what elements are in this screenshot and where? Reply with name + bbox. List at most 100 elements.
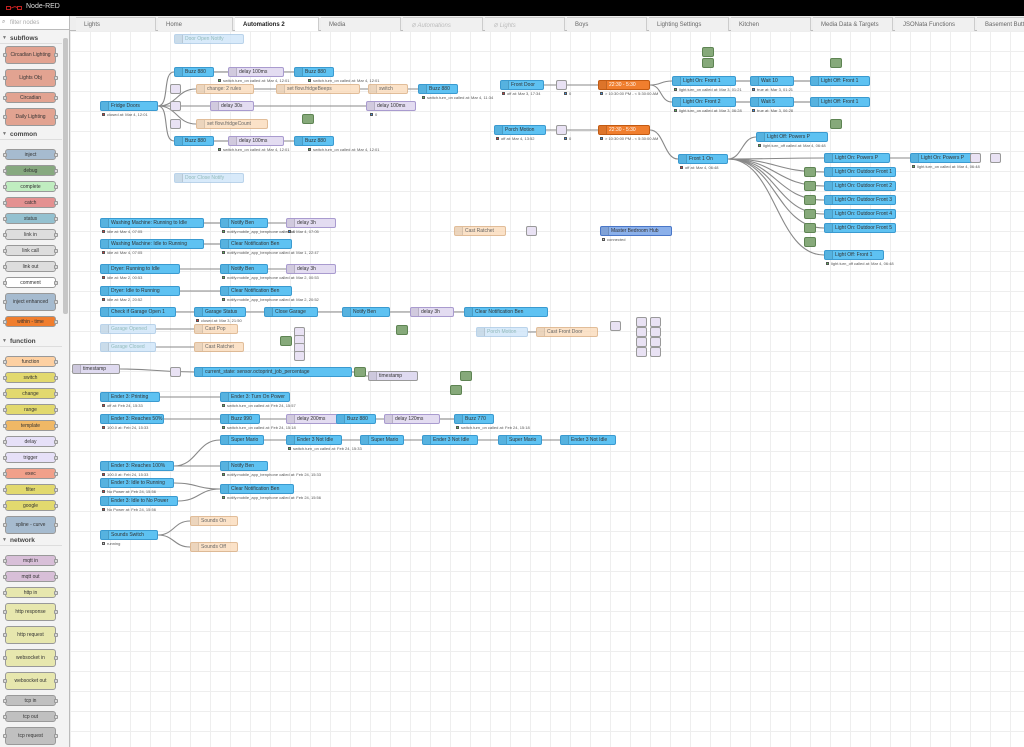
debug-node[interactable]	[804, 209, 816, 219]
flow-node-ender-3-idle-to-running[interactable]: Ender 3: Idle to Running	[100, 478, 174, 488]
flow-node-buzz-880[interactable]: Buzz 880	[294, 67, 334, 77]
flow-node-22-30-5-30[interactable]: 22:30 - 5:30	[598, 125, 650, 135]
flow-node-sounds-on[interactable]: Sounds On	[190, 516, 238, 526]
switch-node[interactable]	[556, 125, 567, 135]
palette-category-subflows[interactable]: ▼subflows	[0, 33, 62, 44]
flow-node-light-on-outdoor-front-1[interactable]: Light On: Outdoor Front 1	[824, 167, 896, 177]
flow-node-front-1-on[interactable]: Front 1 On	[678, 154, 728, 164]
flow-node-ender-3-reaches-50[interactable]: Ender 3: Reaches 50%	[100, 414, 164, 424]
flow-node-door-close-notify[interactable]: Door Close Notify	[174, 173, 244, 183]
flow-node-light-on-outdoor-front-3[interactable]: Light On: Outdoor Front 3	[824, 195, 896, 205]
palette-node-comment[interactable]: comment	[3, 277, 58, 288]
debug-node[interactable]	[804, 167, 816, 177]
flow-node-dryer-idle-to-running[interactable]: Dryer: Idle to Running	[100, 286, 180, 296]
wire[interactable]	[157, 71, 175, 107]
palette-node-function[interactable]: function	[3, 356, 58, 367]
tab-automations-2[interactable]: Automations 2	[235, 17, 319, 32]
flow-node-front-door[interactable]: Front Door	[500, 80, 544, 90]
tab-lighting-settings[interactable]: Lighting Settings	[649, 17, 729, 31]
tab-media-data-targets[interactable]: Media Data & Targets	[813, 17, 893, 31]
flow-node-buzz-990[interactable]: Buzz 990	[220, 414, 260, 424]
flow-node-buzz-880[interactable]: Buzz 880	[294, 136, 334, 146]
palette-node-change[interactable]: change	[3, 388, 58, 399]
flow-node-delay-120ms[interactable]: delay 120ms	[384, 414, 440, 424]
palette-node-tcp-out[interactable]: tcp out	[3, 711, 58, 722]
palette-node-websocket-in[interactable]: websocket in	[3, 649, 58, 667]
flow-node-notify-ben[interactable]: Notify Ben	[220, 264, 268, 274]
palette-node-range[interactable]: range	[3, 404, 58, 415]
palette-node-filter[interactable]: filter	[3, 484, 58, 495]
switch-node[interactable]	[170, 367, 181, 377]
wire[interactable]	[157, 534, 191, 548]
debug-node[interactable]	[450, 385, 462, 395]
tab-home[interactable]: Home	[158, 17, 233, 31]
switch-node[interactable]	[170, 84, 181, 94]
wire[interactable]	[649, 84, 673, 103]
palette-node-google[interactable]: google	[3, 500, 58, 511]
switch-node[interactable]	[170, 101, 181, 111]
wire[interactable]	[727, 158, 825, 256]
wire[interactable]	[157, 520, 191, 536]
switch-node[interactable]	[650, 337, 661, 347]
wire[interactable]	[173, 482, 221, 490]
debug-node[interactable]	[804, 223, 816, 233]
flow-node-ender-3-reaches-100[interactable]: Ender 3: Reaches 100%	[100, 461, 174, 471]
wire[interactable]	[173, 439, 221, 467]
flow-node-switch[interactable]: switch	[368, 84, 408, 94]
wire[interactable]	[177, 488, 221, 502]
palette-node-debug[interactable]: debug	[3, 165, 58, 176]
tab-lights[interactable]: Lights	[76, 17, 156, 31]
flow-node-delay-100ms[interactable]: delay 100ms	[228, 136, 284, 146]
switch-node[interactable]	[990, 153, 1001, 163]
switch-node[interactable]	[970, 153, 981, 163]
palette-node-link-call[interactable]: link call	[3, 245, 58, 256]
flow-node-clear-notification-ben[interactable]: Clear Notification Ben	[464, 307, 548, 317]
flow-node-delay-100ms[interactable]: delay 100ms	[228, 67, 284, 77]
debug-node[interactable]	[280, 336, 292, 346]
flow-node-cast-pop[interactable]: Cast Pop	[194, 324, 238, 334]
tab-boys[interactable]: Boys	[567, 17, 647, 31]
flow-node-clear-notification-ben[interactable]: Clear Notification Ben	[220, 239, 292, 249]
flow-node-light-on-front-2[interactable]: Light On: Front 2	[672, 97, 736, 107]
flow-node-ender-3-not-idle[interactable]: Ender 3 Not Idle	[422, 435, 478, 445]
flow-node-cast-front-door[interactable]: Cast Front Door	[536, 327, 598, 337]
palette-node-spline-curve[interactable]: spline - curve	[3, 516, 58, 534]
palette-node-circadian-lighting[interactable]: Circadian Lighting	[3, 46, 58, 64]
debug-node[interactable]	[460, 371, 472, 381]
switch-node[interactable]	[636, 317, 647, 327]
palette-node-circadian[interactable]: Circadian	[3, 92, 58, 103]
palette-node-tcp-request[interactable]: tcp request	[3, 727, 58, 745]
flow-node-buzz-880[interactable]: Buzz 880	[336, 414, 376, 424]
tab-jsonata-functions[interactable]: JSONata Functions	[895, 17, 975, 31]
debug-node[interactable]	[302, 114, 314, 124]
flow-node-buzz-880[interactable]: Buzz 880	[174, 136, 214, 146]
wire[interactable]	[119, 368, 195, 373]
palette-node-trigger[interactable]: trigger	[3, 452, 58, 463]
debug-node[interactable]	[702, 47, 714, 57]
flow-node-delay-200ms[interactable]: delay 200ms	[286, 414, 340, 424]
flow-node-wait-10[interactable]: Wait 10	[750, 76, 794, 86]
flow-node-wait-5[interactable]: Wait 5	[750, 97, 794, 107]
wire[interactable]	[157, 105, 197, 125]
flow-node-close-garage[interactable]: Close Garage	[264, 307, 318, 317]
flow-node-ender-3-printing[interactable]: Ender 3: Printing	[100, 392, 160, 402]
palette-node-catch[interactable]: catch	[3, 197, 58, 208]
flow-node-buzz-770[interactable]: Buzz 770	[454, 414, 494, 424]
wire[interactable]	[727, 136, 757, 160]
flow-node-light-off-front-1[interactable]: Light Off: Front 1	[824, 250, 884, 260]
flow-node-porch-motion[interactable]: Porch Motion	[476, 327, 528, 337]
switch-node[interactable]	[556, 80, 567, 90]
debug-node[interactable]	[354, 367, 366, 377]
flow-node-garage-closed[interactable]: Garage Closed	[100, 342, 156, 352]
palette-node-lights-obj[interactable]: Lights Obj	[3, 69, 58, 87]
flow-node-fridge-doors[interactable]: Fridge Doors	[100, 101, 158, 111]
flow-node-light-on-outdoor-front-4[interactable]: Light On: Outdoor Front 4	[824, 209, 896, 219]
tab-kitchen[interactable]: Kitchen	[731, 17, 811, 31]
flow-node-light-on-outdoor-front-2[interactable]: Light On: Outdoor Front 2	[824, 181, 896, 191]
switch-node[interactable]	[650, 317, 661, 327]
flow-node-sounds-switch[interactable]: Sounds Switch	[100, 530, 158, 540]
flow-node-garage-opened[interactable]: Garage Opened	[100, 324, 156, 334]
palette-node-mqtt-out[interactable]: mqtt out	[3, 571, 58, 582]
flow-node-cast-ratchet[interactable]: Cast Ratchet	[194, 342, 244, 352]
flow-node-check-if-garage-open-1[interactable]: Check if Garage Open 1	[100, 307, 176, 317]
